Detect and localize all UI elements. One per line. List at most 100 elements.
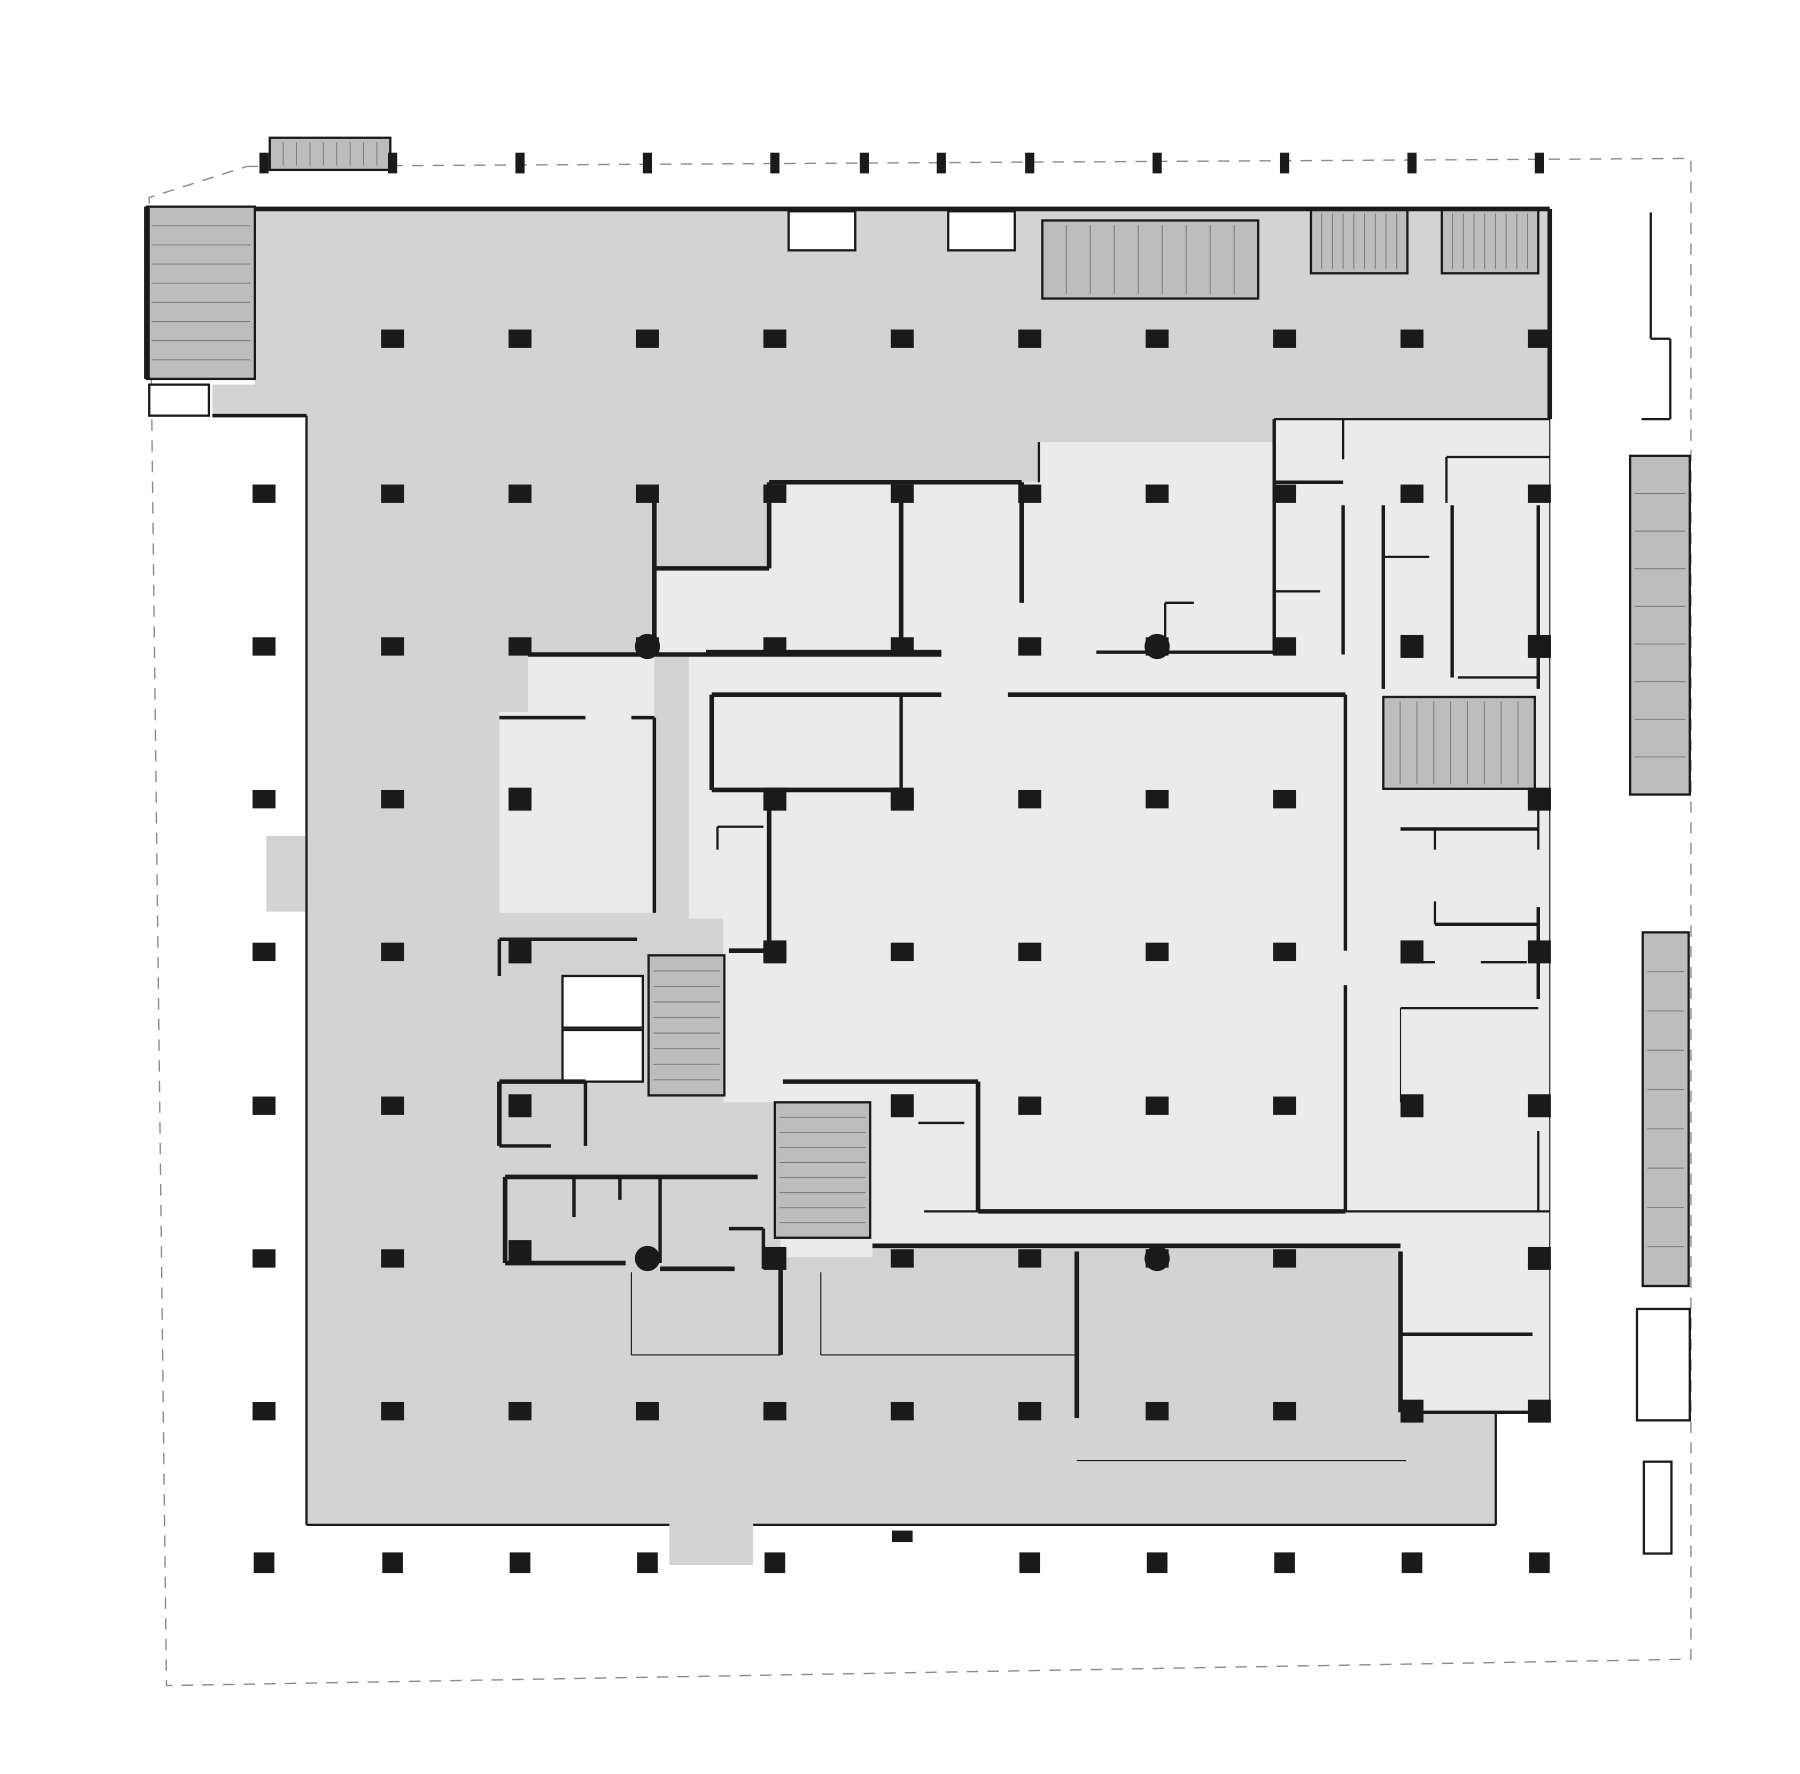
- interior-floor: [499, 419, 1550, 1413]
- column: [763, 940, 787, 964]
- column: [635, 484, 659, 503]
- perimeter-column: [764, 1552, 786, 1574]
- perimeter-column: [1152, 152, 1162, 174]
- room-box: [1642, 1460, 1673, 1555]
- column: [381, 484, 405, 503]
- column: [890, 484, 914, 503]
- room-box: [787, 210, 857, 252]
- column: [508, 1401, 532, 1421]
- column: [1527, 1246, 1551, 1270]
- column: [1400, 1094, 1424, 1118]
- stair-core: [773, 1101, 872, 1239]
- perimeter-column: [382, 1552, 403, 1574]
- stair-core: [1440, 207, 1540, 275]
- perimeter-column: [1534, 152, 1545, 174]
- column: [1400, 634, 1424, 658]
- column: [763, 637, 787, 656]
- column: [763, 484, 787, 503]
- perimeter-column: [1401, 1552, 1423, 1574]
- column: [252, 637, 276, 656]
- walls: [144, 206, 1672, 1526]
- column: [1527, 940, 1551, 964]
- column: [1273, 942, 1297, 962]
- column: [1018, 637, 1042, 656]
- column: [252, 942, 276, 962]
- perimeter-column: [388, 152, 398, 174]
- column: [252, 1096, 276, 1115]
- stair-core: [1382, 695, 1536, 790]
- column: [1018, 329, 1042, 348]
- column: [508, 637, 532, 656]
- column: [1018, 789, 1042, 809]
- structural-columns: [252, 152, 1551, 1574]
- column: [252, 789, 276, 809]
- column: [890, 637, 914, 656]
- column: [1527, 484, 1551, 503]
- room-box: [1635, 1307, 1691, 1422]
- column: [890, 942, 914, 962]
- perimeter-column: [253, 1552, 275, 1574]
- column: [508, 940, 532, 964]
- column: [1400, 329, 1424, 348]
- stair-core: [647, 954, 726, 1097]
- column: [763, 787, 787, 811]
- column: [1145, 1096, 1169, 1115]
- column: [381, 1401, 405, 1421]
- perimeter-column: [770, 152, 780, 174]
- column: [1527, 329, 1551, 348]
- column: [763, 329, 787, 348]
- perimeter-column: [1025, 152, 1035, 174]
- room-box: [561, 1028, 645, 1083]
- column: [252, 484, 276, 503]
- stair-core: [1309, 207, 1409, 275]
- column: [1145, 484, 1169, 503]
- column: [1273, 637, 1297, 656]
- column: [763, 1401, 787, 1421]
- column: [1145, 942, 1169, 962]
- perimeter-column: [1146, 1552, 1168, 1574]
- round-column: [1144, 1245, 1170, 1272]
- column: [1400, 484, 1424, 503]
- column: [1018, 1401, 1042, 1421]
- column: [381, 1249, 405, 1268]
- column: [890, 329, 914, 348]
- column: [1145, 329, 1169, 348]
- perimeter-column: [1274, 1552, 1295, 1574]
- room-box: [148, 383, 211, 417]
- column: [1527, 1094, 1551, 1118]
- perimeter-column: [1529, 1552, 1550, 1574]
- perimeter-column: [1407, 152, 1417, 174]
- column: [890, 1249, 914, 1268]
- column: [381, 789, 405, 809]
- perimeter-column: [936, 152, 946, 174]
- perimeter-column: [515, 152, 525, 174]
- column: [252, 1401, 276, 1421]
- round-column: [634, 1245, 661, 1272]
- column: [1145, 1401, 1169, 1421]
- column: [381, 637, 405, 656]
- column: [763, 1246, 787, 1270]
- column: [890, 1094, 914, 1118]
- stair-core: [1641, 931, 1690, 1288]
- room-box: [947, 210, 1016, 252]
- column: [508, 484, 532, 503]
- perimeter-column: [859, 152, 870, 174]
- perimeter-column: [637, 1552, 658, 1574]
- column: [508, 1240, 532, 1264]
- column: [1018, 1249, 1042, 1268]
- room-box: [561, 974, 645, 1029]
- perimeter-column: [509, 1552, 531, 1574]
- perimeter-column: [1279, 152, 1290, 174]
- column: [1273, 484, 1297, 503]
- stair-core: [1041, 219, 1260, 300]
- column: [1273, 1401, 1297, 1421]
- round-column: [634, 633, 661, 660]
- column: [381, 1096, 405, 1115]
- column: [1273, 1096, 1297, 1115]
- stair-core: [145, 205, 256, 381]
- column: [508, 329, 532, 348]
- column: [1273, 789, 1297, 809]
- column: [508, 787, 532, 811]
- column: [1527, 1399, 1551, 1423]
